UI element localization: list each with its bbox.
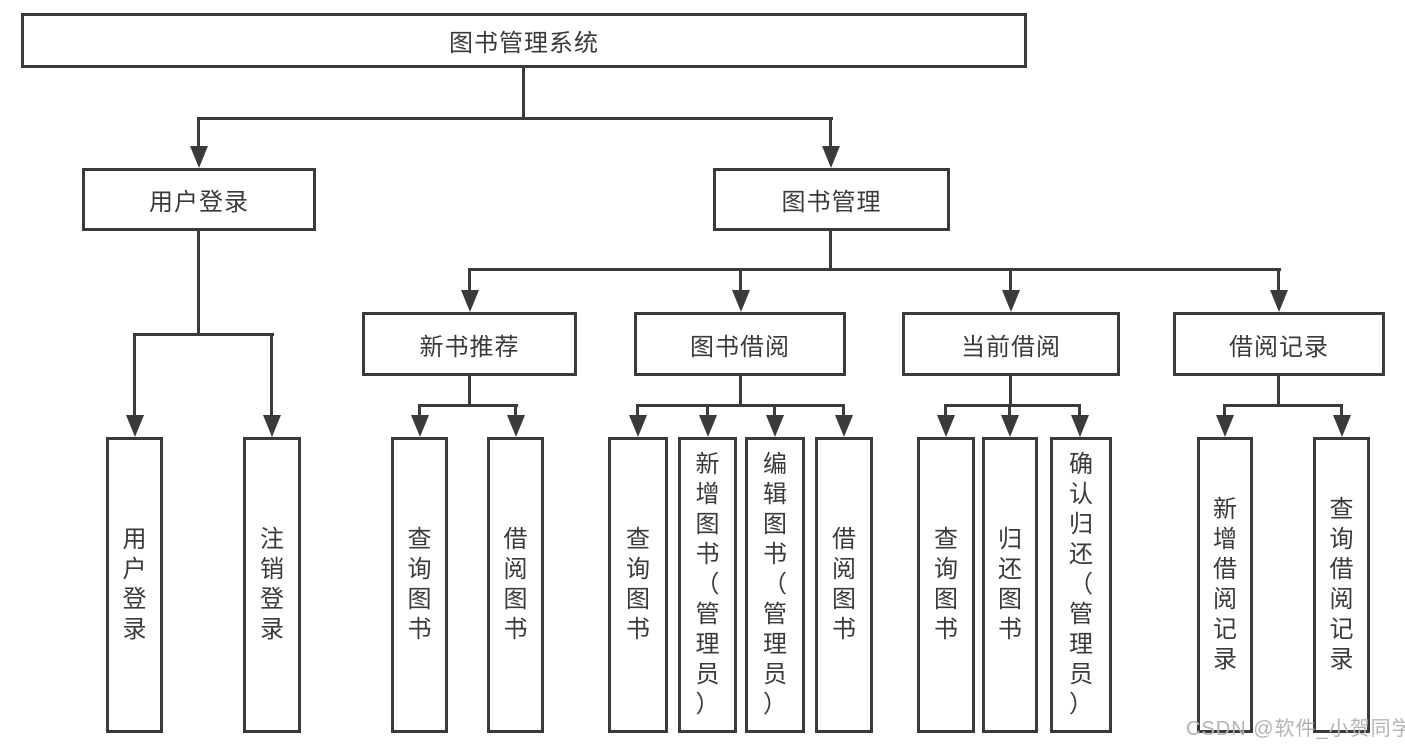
- connector-line: [1277, 374, 1280, 407]
- connector-line: [1009, 268, 1012, 293]
- connector-line: [522, 66, 525, 120]
- arrow-down-icon: [1333, 415, 1351, 437]
- leaf-return-books: 归还图书: [982, 437, 1038, 733]
- leaf-logout: 注销登录: [243, 437, 301, 733]
- leaf-borrow-books: 借阅图书: [815, 437, 873, 733]
- connector-line: [944, 404, 1081, 407]
- arrow-down-icon: [126, 415, 144, 437]
- connector-line: [418, 404, 421, 417]
- arrow-down-icon: [1216, 415, 1234, 437]
- connector-line: [1009, 374, 1012, 407]
- connector-line: [842, 404, 845, 417]
- leaf-query-books-current: 查询图书: [917, 437, 975, 733]
- leaf-confirm-return-admin-label: 确认归还（管理员）: [1069, 451, 1093, 718]
- node-book-borrow-label: 图书借阅: [690, 333, 790, 361]
- connector-line: [773, 404, 776, 417]
- leaf-add-book-admin: 新增图书（管理员）: [678, 437, 737, 733]
- arrow-down-icon: [1002, 290, 1020, 312]
- leaf-confirm-return-admin: 确认归还（管理员）: [1050, 437, 1112, 733]
- leaf-query-books-recommend-label: 查询图书: [407, 526, 432, 643]
- connector-line: [133, 333, 136, 417]
- leaf-add-borrow-record: 新增借阅记录: [1197, 437, 1253, 733]
- node-book-borrow: 图书借阅: [634, 312, 846, 376]
- leaf-edit-book-admin-label: 编辑图书（管理员）: [763, 451, 787, 718]
- connector-line: [197, 229, 200, 335]
- node-user-login-label: 用户登录: [149, 189, 249, 216]
- leaf-user-login-label: 用户登录: [122, 526, 147, 643]
- connector-line: [1340, 404, 1343, 417]
- node-current-borrow-label: 当前借阅: [961, 333, 1061, 361]
- arrow-down-icon: [190, 146, 208, 168]
- arrow-down-icon: [507, 415, 525, 437]
- node-borrow-records: 借阅记录: [1173, 312, 1385, 376]
- leaf-query-books-recommend: 查询图书: [391, 437, 448, 733]
- connector-line: [829, 117, 832, 148]
- connector-line: [133, 333, 274, 336]
- connector-line: [468, 374, 471, 407]
- leaf-query-borrow-record-label: 查询借阅记录: [1329, 496, 1354, 673]
- connector-line: [197, 117, 833, 120]
- node-borrow-records-label: 借阅记录: [1229, 333, 1329, 361]
- leaf-borrow-books-recommend: 借阅图书: [487, 437, 544, 733]
- csdn-watermark: CSDN @软件_小贺同学: [1186, 718, 1405, 740]
- leaf-add-book-admin-label: 新增图书（管理员）: [695, 451, 720, 718]
- leaf-borrow-books-label: 借阅图书: [832, 526, 856, 643]
- node-new-book-recommend: 新书推荐: [362, 312, 577, 376]
- leaf-query-books-current-label: 查询图书: [934, 526, 958, 643]
- arrow-down-icon: [1270, 290, 1288, 312]
- connector-line: [1078, 404, 1081, 417]
- connector-line: [1223, 404, 1343, 407]
- arrow-down-icon: [937, 415, 955, 437]
- connector-line: [270, 333, 273, 417]
- connector-line: [739, 268, 742, 293]
- arrow-down-icon: [1001, 415, 1019, 437]
- arrow-down-icon: [411, 415, 429, 437]
- leaf-add-borrow-record-label: 新增借阅记录: [1213, 496, 1237, 673]
- connector-line: [468, 268, 1281, 271]
- node-library-system: 图书管理系统: [21, 13, 1027, 68]
- node-new-book-recommend-label: 新书推荐: [419, 333, 520, 361]
- leaf-borrow-books-recommend-label: 借阅图书: [503, 526, 528, 643]
- connector-line: [944, 404, 947, 417]
- connector-line: [1008, 404, 1011, 417]
- node-user-login: 用户登录: [82, 168, 316, 231]
- leaf-query-books-borrow-label: 查询图书: [626, 526, 650, 643]
- connector-line: [197, 117, 200, 148]
- arrow-down-icon: [263, 415, 281, 437]
- connector-line: [514, 404, 517, 417]
- arrow-down-icon: [461, 290, 479, 312]
- leaf-return-books-label: 归还图书: [998, 526, 1022, 643]
- connector-line: [636, 404, 845, 407]
- leaf-query-books-borrow: 查询图书: [608, 437, 668, 733]
- connector-line: [418, 404, 518, 407]
- arrow-down-icon: [1071, 415, 1089, 437]
- connector-line: [636, 404, 639, 417]
- leaf-query-borrow-record: 查询借阅记录: [1313, 437, 1370, 733]
- connector-line: [739, 374, 742, 407]
- leaf-edit-book-admin: 编辑图书（管理员）: [745, 437, 805, 733]
- node-book-management: 图书管理: [713, 168, 950, 231]
- node-current-borrow: 当前借阅: [902, 312, 1120, 376]
- connector-line: [1277, 268, 1280, 293]
- node-book-management-label: 图书管理: [781, 189, 882, 216]
- connector-line: [468, 268, 471, 293]
- node-library-system-label: 图书管理系统: [449, 30, 599, 57]
- arrow-down-icon: [699, 415, 717, 437]
- arrow-down-icon: [732, 290, 750, 312]
- arrow-down-icon: [822, 146, 840, 168]
- leaf-logout-label: 注销登录: [260, 526, 284, 643]
- arrow-down-icon: [629, 415, 647, 437]
- connector-line: [1223, 404, 1226, 417]
- arrow-down-icon: [766, 415, 784, 437]
- connector-line: [706, 404, 709, 417]
- leaf-user-login: 用户登录: [106, 437, 163, 733]
- connector-line: [829, 229, 832, 270]
- arrow-down-icon: [835, 415, 853, 437]
